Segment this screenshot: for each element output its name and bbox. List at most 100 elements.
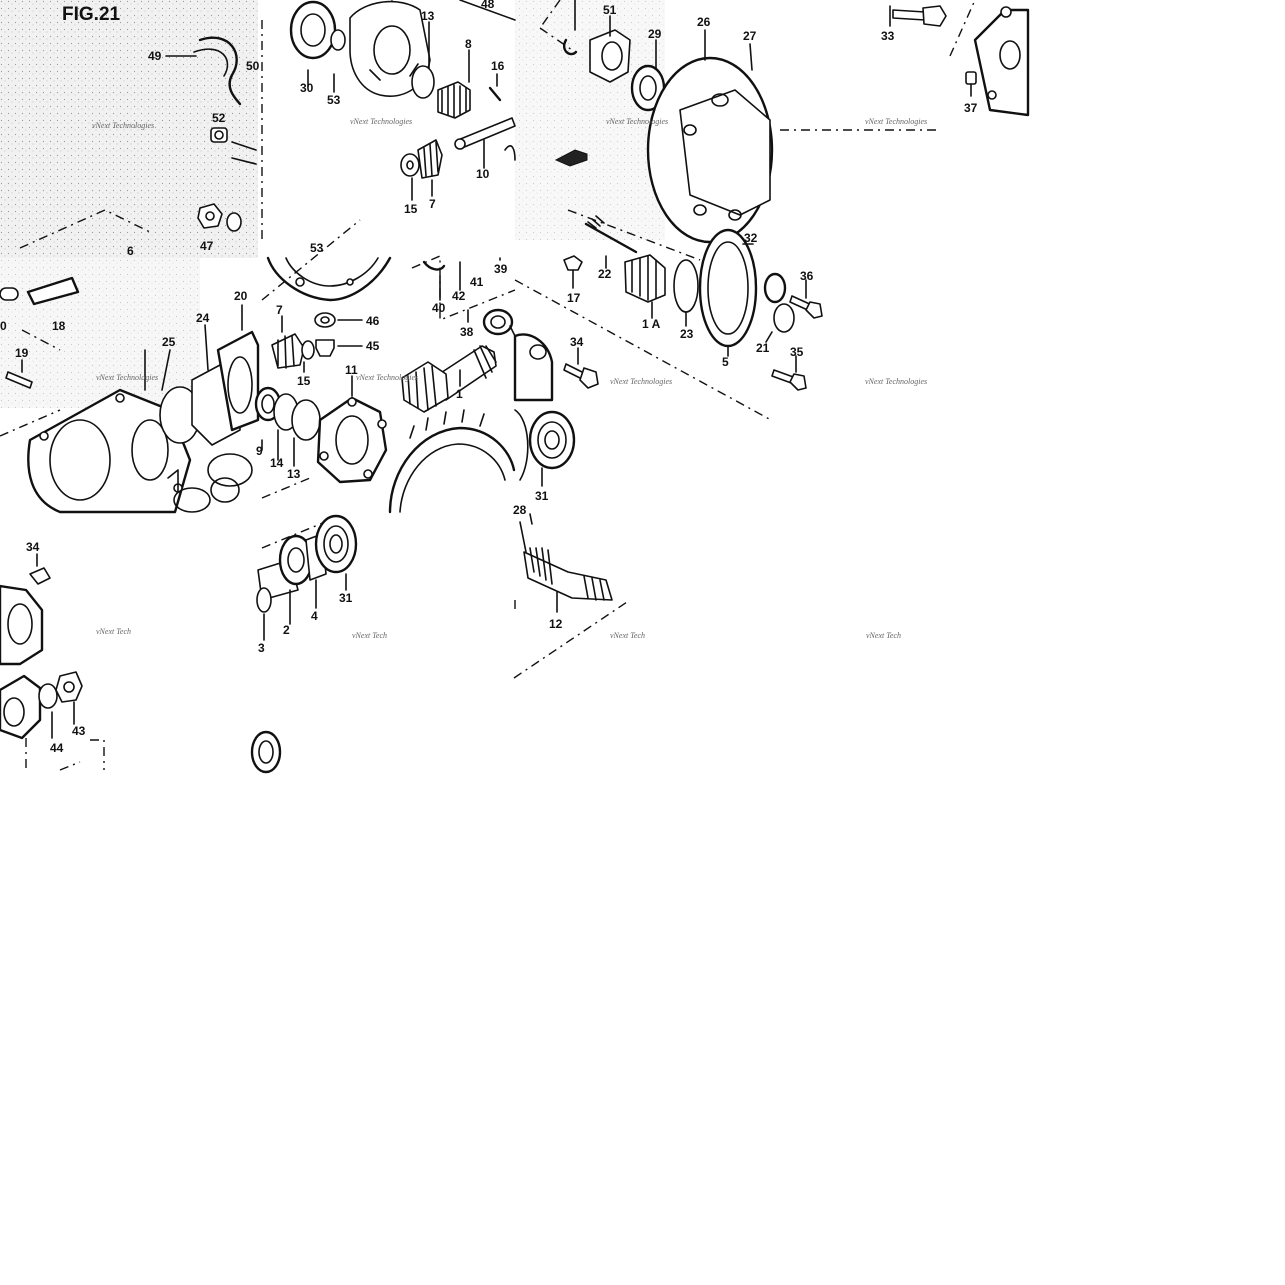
- thrust-washer-15: [301, 340, 315, 360]
- label-47: 47: [200, 239, 214, 253]
- label-33: 33: [881, 29, 895, 43]
- label-31: 31: [535, 489, 549, 503]
- label-37: 37: [964, 101, 978, 115]
- watermark: vNext Technologies: [356, 373, 418, 382]
- label-53: 53: [310, 241, 324, 255]
- differential-case-11: [316, 396, 388, 484]
- label-20: 20: [234, 289, 248, 303]
- label-6: 6: [127, 244, 134, 258]
- oil-seal-30: [289, 0, 337, 60]
- bolt-33: [892, 9, 926, 21]
- nut-52: [210, 127, 228, 143]
- clip-40: [422, 260, 446, 271]
- watermark: vNext Tech: [352, 631, 387, 640]
- thrust-washer-15: [400, 153, 420, 177]
- nut-43: [55, 671, 83, 703]
- label-4: 4: [311, 609, 318, 623]
- label-44: 44: [50, 741, 64, 755]
- oil-seal: [207, 453, 253, 487]
- label-3: 3: [258, 641, 265, 655]
- tile-top-left: FIG.21 49 50 52 47 6 vNext Technologies: [19, 4, 260, 258]
- label-9: 9: [256, 444, 263, 458]
- bearing-31: [314, 514, 358, 574]
- label-39: 39: [494, 262, 508, 276]
- label-32: 32: [744, 231, 758, 245]
- label-1: 1: [456, 387, 463, 401]
- bolt-17: [563, 255, 583, 271]
- plug-45: [315, 339, 335, 357]
- label-42: 42: [452, 289, 466, 303]
- label-35: 35: [790, 345, 804, 359]
- watermark: vNext Technologies: [92, 121, 154, 130]
- label-40: 40: [432, 301, 446, 315]
- label-19: 19: [15, 346, 29, 360]
- bearing-fragment: [250, 730, 282, 774]
- label-14: 14: [270, 456, 284, 470]
- label-12: 12: [549, 617, 563, 631]
- tile-middle: 53 7 15 46 45 40 42 41 39 38: [254, 219, 516, 514]
- pin-19: [5, 371, 33, 389]
- watermark: vNext Tech: [96, 627, 131, 636]
- bolt-35-head: [789, 373, 807, 391]
- extension-housing: [0, 584, 44, 666]
- watermark: vNext Technologies: [606, 117, 668, 126]
- washer: [226, 212, 242, 232]
- label-50: 50: [246, 59, 260, 73]
- carrier-housing: [679, 89, 771, 216]
- watermark: vNext Technologies: [610, 377, 672, 386]
- shaft-12: [523, 551, 613, 601]
- ring-gear: [388, 426, 516, 514]
- plug-47: [197, 203, 223, 229]
- label-7: 7: [429, 197, 436, 211]
- pin-37: [965, 71, 977, 85]
- bolt-33-head: [922, 5, 947, 27]
- label-13: 13: [287, 467, 301, 481]
- shim-13: [411, 65, 435, 99]
- tile-middle-left: 0 18 19 25 24 20 vNext Technologies: [0, 276, 260, 514]
- washer-44: [38, 683, 58, 709]
- hose-end: [0, 287, 19, 301]
- oil-seal: [482, 308, 514, 336]
- label-2: 2: [283, 623, 290, 637]
- label-1a: 1 A: [642, 317, 661, 331]
- label-52: 52: [212, 111, 226, 125]
- washer: [529, 344, 547, 360]
- label-18: 18: [52, 319, 66, 333]
- label-8: 8: [465, 37, 472, 51]
- figure-title: FIG.21: [62, 4, 121, 25]
- hose-section: [26, 276, 80, 306]
- tile-lower-left: 34 44 43 vNext Tech: [0, 540, 131, 771]
- label-15: 15: [297, 374, 311, 388]
- label-26: 26: [697, 15, 711, 29]
- label-34: 34: [570, 335, 584, 349]
- bolt-34-head: [579, 367, 599, 389]
- label-24: 24: [196, 311, 210, 325]
- stud-22: [584, 222, 638, 254]
- washer-46: [314, 312, 336, 328]
- companion-flange-51: [589, 29, 631, 83]
- label-25: 25: [162, 335, 176, 349]
- label-45: 45: [366, 339, 380, 353]
- scan-noise-region: [0, 258, 200, 408]
- companion-flange: [0, 674, 42, 740]
- label-43: 43: [72, 724, 86, 738]
- tile-top-middle: 13 48 8 16 10 15 7 30 53 vNext Technolog…: [261, 0, 516, 240]
- tile-top-center-right: 51 29 26 27 22 17 1 A 23: [514, 0, 774, 421]
- label-34: 34: [26, 540, 40, 554]
- label-16: 16: [491, 59, 505, 73]
- oil-seal-31: [528, 410, 576, 470]
- watermark: vNext Tech: [610, 631, 645, 640]
- label-10: 10: [476, 167, 490, 181]
- label-0: 0: [0, 319, 7, 333]
- bolt-34: [29, 567, 51, 585]
- drive-pinion-gear: [401, 361, 449, 413]
- drive-pinion-1a: [624, 254, 666, 303]
- label-22: 22: [598, 267, 612, 281]
- breather-hose: [198, 36, 242, 106]
- label-15: 15: [404, 202, 418, 216]
- label-53: 53: [327, 93, 341, 107]
- label-7: 7: [276, 303, 283, 317]
- tile-lower-right: 28 12 vNext Tech vNext Tech: [513, 503, 901, 679]
- direction-arrow: [554, 149, 588, 167]
